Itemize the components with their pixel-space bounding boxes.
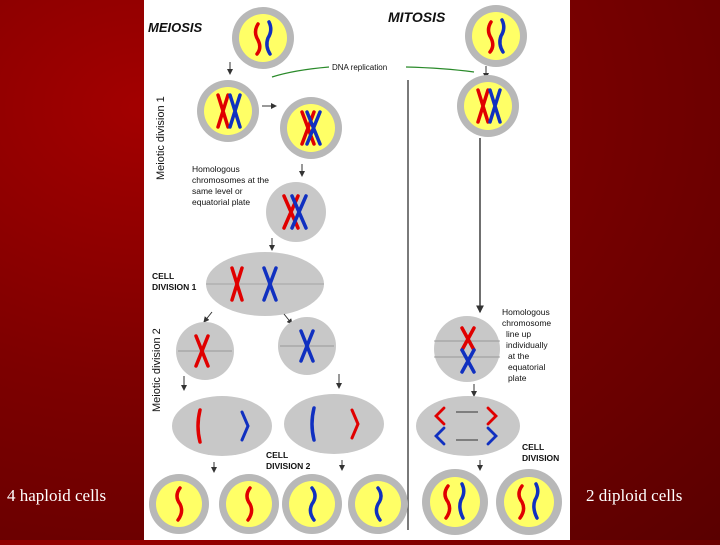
diploid-cell-1: [422, 469, 488, 535]
cell-mitosis-anaphase: [416, 396, 520, 456]
cell-meiosis-anaphase-2-right: [284, 394, 384, 454]
cell-mitosis-start: [465, 5, 527, 67]
meiotic-division-2-label: Meiotic division 2: [151, 328, 163, 412]
meiosis-title: MEIOSIS: [148, 20, 203, 35]
svg-text:chromosome: chromosome: [502, 318, 551, 328]
svg-text:DIVISION: DIVISION: [522, 453, 559, 463]
meiosis-mitosis-diagram: MEIOSIS MITOSIS Meiotic division 1 Meiot…: [148, 5, 562, 535]
svg-text:equatorial plate: equatorial plate: [192, 197, 250, 207]
svg-text:same level or: same level or: [192, 186, 243, 196]
cell-meiosis-start: [232, 7, 294, 69]
svg-text:CELL: CELL: [152, 271, 174, 281]
meiotic-division-1-label: Meiotic division 1: [155, 96, 167, 180]
mitosis-title: MITOSIS: [388, 9, 446, 25]
cell-meiosis-equatorial: [266, 182, 326, 242]
cell-division-label: CELL DIVISION: [522, 442, 559, 463]
dna-line-left: [271, 66, 330, 78]
svg-text:line up: line up: [506, 329, 531, 339]
cell-meiosis-anaphase-2-left: [172, 396, 272, 456]
svg-text:at the: at the: [508, 351, 530, 361]
svg-text:chromosomes at the: chromosomes at the: [192, 175, 269, 185]
svg-text:Homologous: Homologous: [192, 164, 240, 174]
cell-division-1-label: CELL DIVISION 1: [152, 271, 197, 292]
cell-meiosis-anaphase-1: [206, 252, 324, 316]
cell-meiosis-replicated: [197, 80, 259, 142]
svg-text:DIVISION 2: DIVISION 2: [266, 461, 311, 471]
homologous-equatorial-label: Homologous chromosomes at the same level…: [192, 164, 269, 207]
diploid-cell-2: [496, 469, 562, 535]
cell-division-2-label: CELL DIVISION 2: [266, 450, 311, 471]
haploid-cell-4: [348, 474, 408, 534]
cell-meiosis-metaphase-2-left: [176, 322, 234, 380]
svg-text:CELL: CELL: [522, 442, 544, 452]
cell-mitosis-replicated: [457, 75, 519, 137]
diploid-caption: 2 diploid cells: [586, 486, 683, 505]
haploid-cell-2: [219, 474, 279, 534]
cell-meiosis-paired: [280, 97, 342, 159]
haploid-caption: 4 haploid cells: [7, 486, 107, 505]
haploid-cell-1: [149, 474, 209, 534]
haploid-cell-3: [282, 474, 342, 534]
cell-mitosis-metaphase: [434, 316, 500, 382]
diagram-panel: MEIOSIS MITOSIS Meiotic division 1 Meiot…: [144, 0, 570, 540]
svg-text:plate: plate: [508, 373, 527, 383]
dna-replication-label: DNA replication: [332, 63, 387, 72]
svg-text:Homologous: Homologous: [502, 307, 550, 317]
cell-meiosis-metaphase-2-right: [278, 317, 336, 375]
svg-text:CELL: CELL: [266, 450, 288, 460]
svg-text:DIVISION 1: DIVISION 1: [152, 282, 197, 292]
svg-text:equatorial: equatorial: [508, 362, 545, 372]
dna-line-right: [405, 66, 475, 73]
mitosis-homologous-label: Homologous chromosome line up individual…: [502, 307, 551, 383]
svg-text:individually: individually: [506, 340, 548, 350]
